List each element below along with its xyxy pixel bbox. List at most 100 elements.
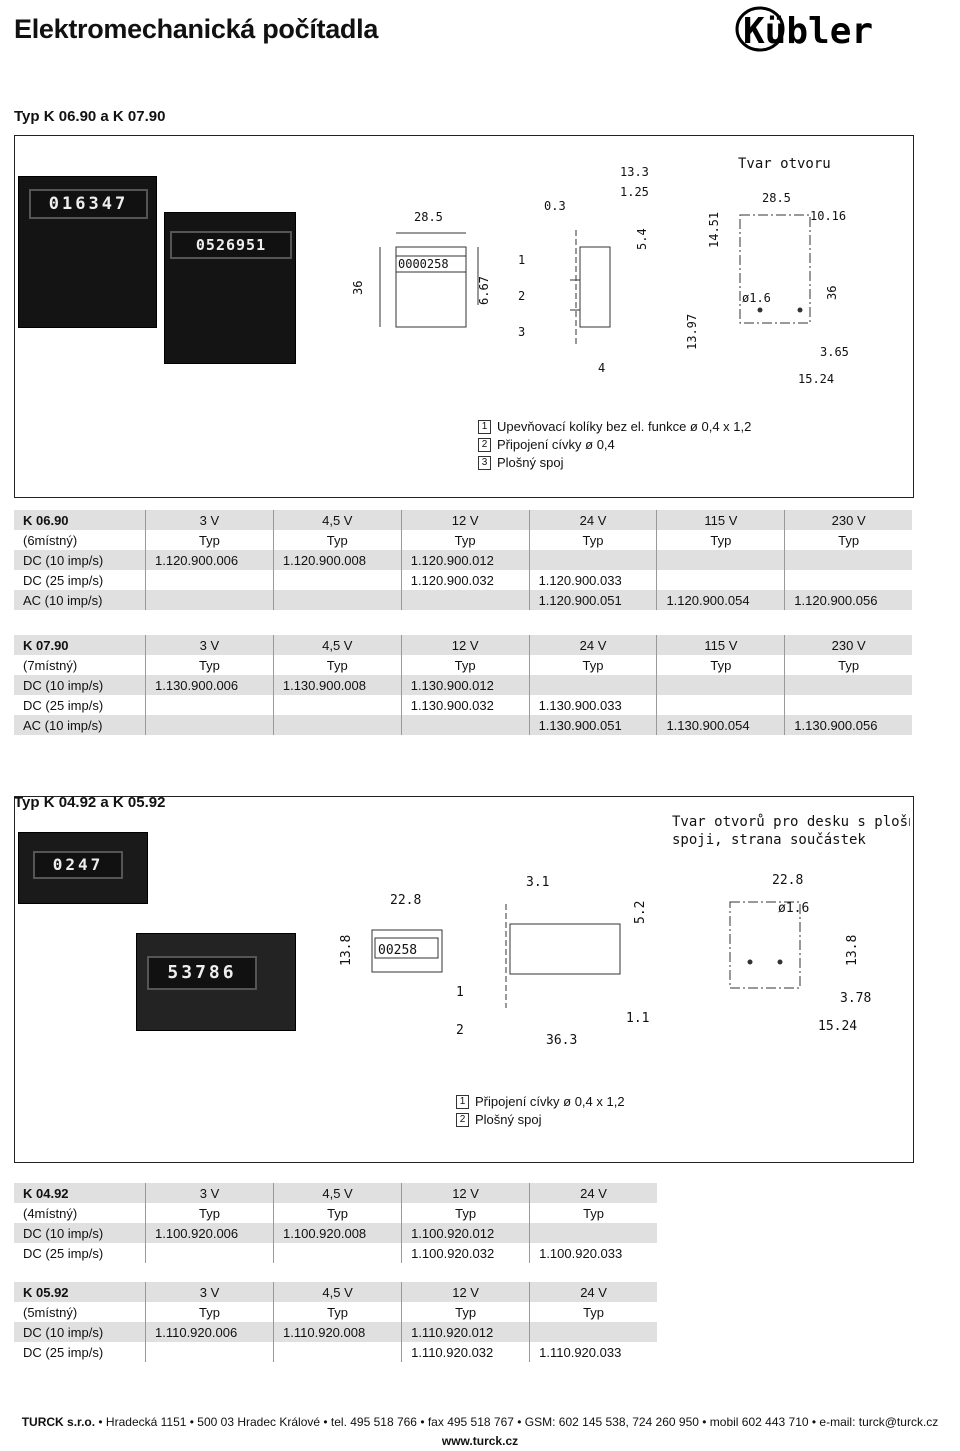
table-cell: Typ [784, 655, 912, 675]
counter-window-value: 00258 [378, 943, 417, 958]
table-cell [272, 570, 402, 590]
table-cell: 24 V [528, 510, 657, 530]
table-cell: Typ [144, 1203, 274, 1223]
table-cell: 4,5 V [272, 635, 402, 655]
legend-1: 1 Upevňovací kolíky bez el. funkce ø 0,4 … [478, 418, 751, 472]
table-cell: 1.130.900.012 [400, 675, 530, 695]
svg-text:Kübler: Kübler [743, 11, 873, 52]
table-cell: 12 V [401, 1282, 530, 1302]
dim-3-1: 3.1 [526, 875, 549, 890]
table-cell [144, 1243, 274, 1263]
cutout-title: Tvar otvoru [738, 156, 831, 172]
table-cell [784, 570, 912, 590]
table-cell: DC (25 imp/s) [23, 697, 104, 713]
table-cell: 1.100.920.006 [144, 1223, 274, 1243]
legend-num: 1 [478, 420, 491, 434]
table-cell: 3 V [145, 510, 274, 530]
technical-drawing-1: 0000258 28.5 36 6.67 1 2 3 0.3 13.3 1.25… [351, 156, 849, 386]
marker-1: 1 [456, 985, 464, 1000]
table-cell: 1.100.920.008 [273, 1223, 402, 1243]
table-cell: DC (10 imp/s) [14, 550, 146, 570]
table-cell: Typ [529, 1203, 657, 1223]
footer-web[interactable]: www.turck.cz [441, 1434, 519, 1448]
dim-height: 36 [351, 281, 365, 295]
table-cell: Typ [656, 530, 785, 550]
table-cell: 1.120.900.056 [784, 590, 912, 610]
kubler-logo: Kübler [735, 6, 873, 52]
cutout-dim-14-51: 14.51 [707, 212, 721, 248]
legend-num: 1 [456, 1095, 469, 1109]
cutout-dim-height: 36 [825, 286, 839, 300]
table-cell: Typ [145, 655, 274, 675]
table-cell: DC (25 imp/s) [23, 1245, 104, 1261]
table-cell: 12 V [400, 635, 530, 655]
cutout-hole: ø1.6 [742, 291, 771, 305]
table-cell: 4,5 V [273, 1183, 402, 1203]
table-cell: Typ [784, 530, 912, 550]
counter-display: 53786 [147, 956, 257, 990]
cutout-dim-15-24: 15.24 [818, 1019, 857, 1034]
table-cell: 3 V [144, 1183, 274, 1203]
table-cell: 3 V [144, 1282, 274, 1302]
cutout-dim-width: 28.5 [762, 191, 791, 205]
table-cell: 1.130.900.006 [145, 675, 274, 695]
legend-text: Připojení cívky ø 0,4 x 1,2 [475, 1094, 625, 1109]
table-cell [145, 570, 274, 590]
cutout-dim-3-65: 3.65 [820, 345, 849, 359]
table-cell [656, 550, 785, 570]
side-view-outline [509, 923, 621, 975]
table-cell: Typ [529, 1302, 657, 1322]
page-title: Elektromechanická počítadla [14, 14, 379, 44]
table-cell: 1.100.920.033 [529, 1243, 657, 1263]
table-cell: 1.120.900.054 [656, 590, 785, 610]
table-cell [272, 715, 402, 735]
table-cell [656, 675, 785, 695]
marker-1: 1 [518, 253, 525, 267]
table-cell: 4,5 V [272, 510, 402, 530]
table-cell: Typ [272, 530, 402, 550]
legend-num: 3 [478, 456, 491, 470]
table-cell: 1.130.900.032 [400, 695, 530, 715]
table-cell: AC (10 imp/s) [14, 590, 146, 610]
legend-text: Upevňovací kolíky bez el. funkce ø 0,4 x… [497, 419, 752, 434]
footer-details: • Hradecká 1151 • 500 03 Hradec Králové … [95, 1415, 939, 1429]
table-cell: Typ [145, 530, 274, 550]
table-cell: (5místný) [23, 1304, 78, 1320]
table-cell: 24 V [529, 1282, 657, 1302]
table-title: K 07.90 [14, 635, 146, 655]
table-cell [400, 715, 530, 735]
table-cell: DC (10 imp/s) [14, 675, 146, 695]
table-cell: DC (25 imp/s) [23, 1344, 104, 1360]
table-cell [784, 550, 912, 570]
counter-photo-4digit: 0247 [18, 832, 148, 904]
table-cell: Typ [272, 655, 402, 675]
table-cell [529, 1223, 657, 1243]
dim-4: 4 [598, 361, 605, 375]
table-cell: 115 V [656, 635, 785, 655]
table-cell: DC (10 imp/s) [14, 1322, 146, 1342]
table-cell: Typ [656, 655, 785, 675]
dim-36-3: 36.3 [546, 1033, 577, 1048]
table-cell [528, 550, 657, 570]
cutout-hole: ø1.6 [778, 901, 809, 916]
legend-2: 1 Připojení cívky ø 0,4 x 1,2 2 Plošný spo… [456, 1093, 625, 1129]
counter-display: 0526951 [170, 231, 292, 259]
section-heading-k04-k05: Typ K 04.92 a K 05.92 [14, 794, 166, 811]
drawing-frame-2 [14, 796, 914, 1163]
side-view-outline [579, 246, 611, 328]
dim-5-2: 5.2 [633, 901, 648, 924]
table-cell [784, 695, 912, 715]
legend-num: 2 [456, 1113, 469, 1127]
table-cell [656, 570, 785, 590]
counter-display: 016347 [29, 189, 148, 219]
legend-text: Plošný spoj [475, 1112, 542, 1127]
